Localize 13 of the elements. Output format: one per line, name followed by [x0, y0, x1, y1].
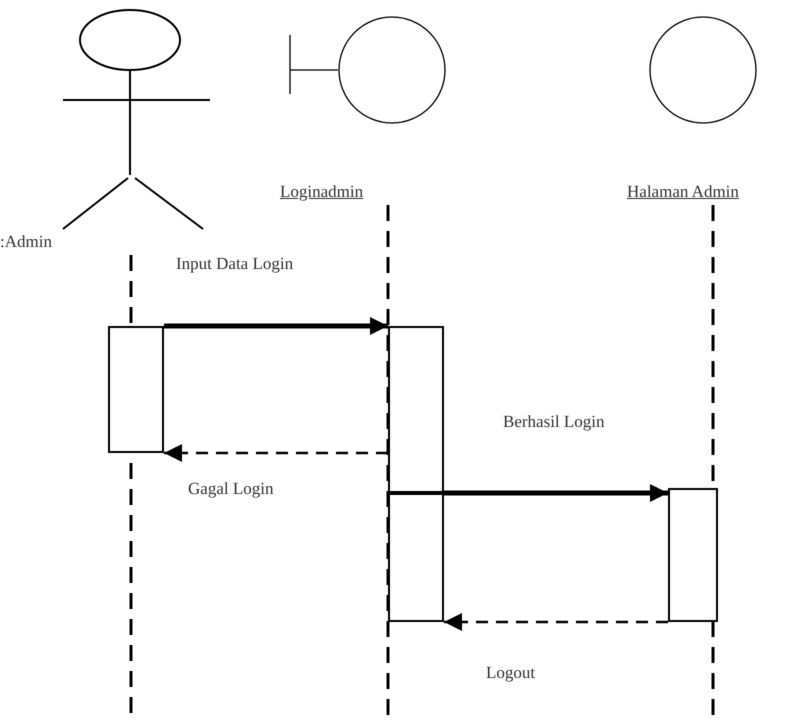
activation-bar — [668, 488, 718, 622]
message-arrow — [444, 484, 668, 502]
activation-bar — [108, 326, 164, 453]
object-name: Halaman Admin — [627, 182, 739, 202]
edge-label: Gagal Login — [188, 479, 274, 499]
message-arrow — [444, 613, 668, 631]
message-arrow — [164, 317, 388, 335]
message-arrow — [164, 444, 388, 462]
edge-label: Berhasil Login — [503, 412, 605, 432]
activation-bar — [388, 493, 444, 622]
object-name: Loginadmin — [280, 182, 364, 202]
actor-name: :Admin — [0, 232, 52, 252]
activation-bar — [388, 326, 444, 493]
